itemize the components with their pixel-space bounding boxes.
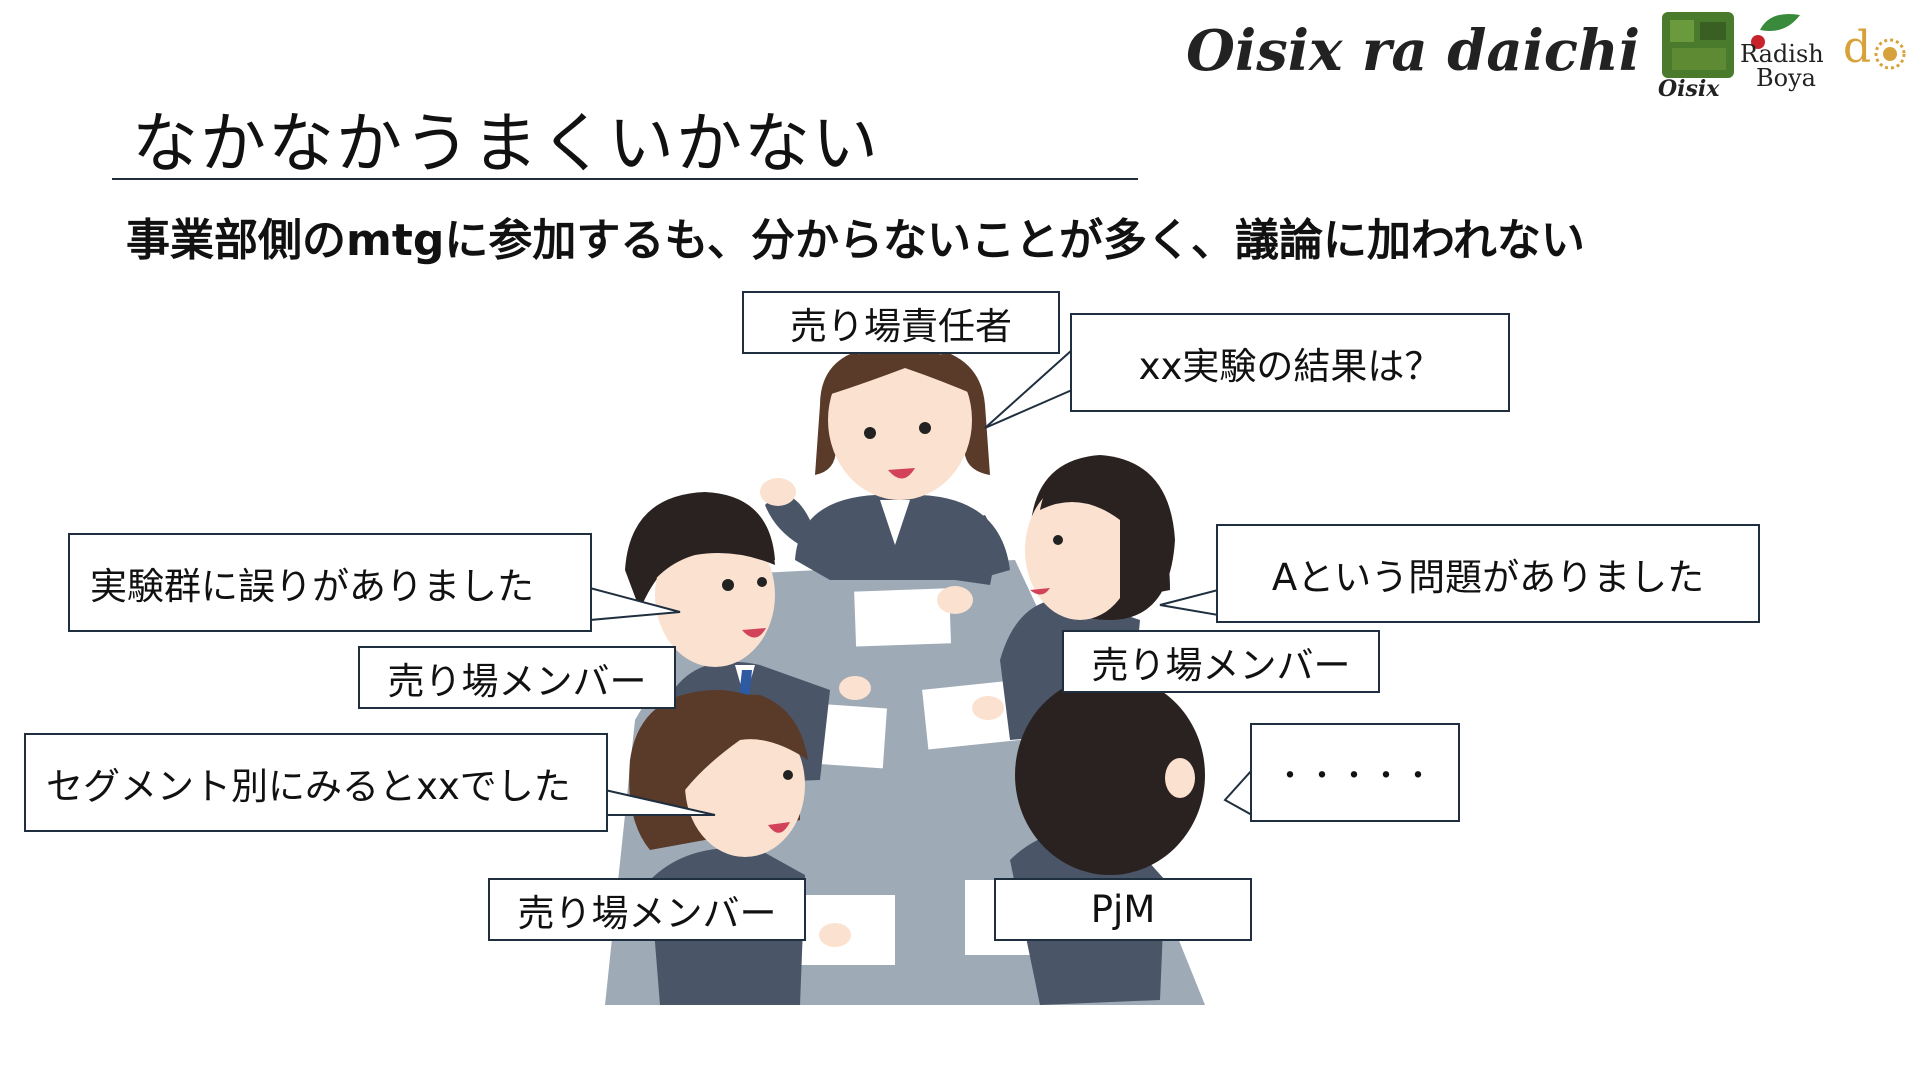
role-label-top: 売り場責任者 xyxy=(742,291,1060,354)
title-divider xyxy=(112,178,1138,180)
speech-tail-top xyxy=(984,347,1073,429)
radish-logo-label-line2: Boya xyxy=(1756,64,1816,92)
role-label-right-lower: PjM xyxy=(994,878,1252,941)
speech-bubble-left-lower: セグメント別にみるとxxでした xyxy=(24,733,608,832)
speech-tail-right-lower xyxy=(1223,767,1253,817)
speech-bubble-right-lower: ・・・・・ xyxy=(1250,723,1460,822)
oisix-logo-icon xyxy=(1662,12,1734,78)
radish-logo-label-line1: Radish xyxy=(1740,40,1824,68)
person-manager xyxy=(760,340,1010,614)
speech-bubble-right-upper: Aという問題がありました xyxy=(1216,524,1760,623)
radish-boya-logo-icon xyxy=(1751,14,1800,49)
daichi-logo-label: d xyxy=(1843,22,1872,73)
paper xyxy=(854,588,952,647)
slide-title: なかなかうまくいかない xyxy=(132,105,880,182)
speech-tail-right-upper xyxy=(1159,588,1219,617)
role-label-right-upper: 売り場メンバー xyxy=(1062,630,1380,693)
oisix-logo-label: Oisix xyxy=(1658,76,1720,102)
role-label-left-lower: 売り場メンバー xyxy=(488,878,806,941)
speech-bubble-top: xx実験の結果は？ xyxy=(1070,313,1510,412)
brand-logo-text: Oisix ra daichi xyxy=(1186,18,1640,84)
speech-bubble-left-upper: 実験群に誤りがありました xyxy=(68,533,592,632)
role-label-left-upper: 売り場メンバー xyxy=(358,646,676,709)
slide-subtitle: 事業部側のmtgに参加するも、分からないことが多く、議論に加われない xyxy=(126,215,1585,266)
paper xyxy=(922,679,1023,750)
daichi-logo-icon xyxy=(1874,38,1906,70)
